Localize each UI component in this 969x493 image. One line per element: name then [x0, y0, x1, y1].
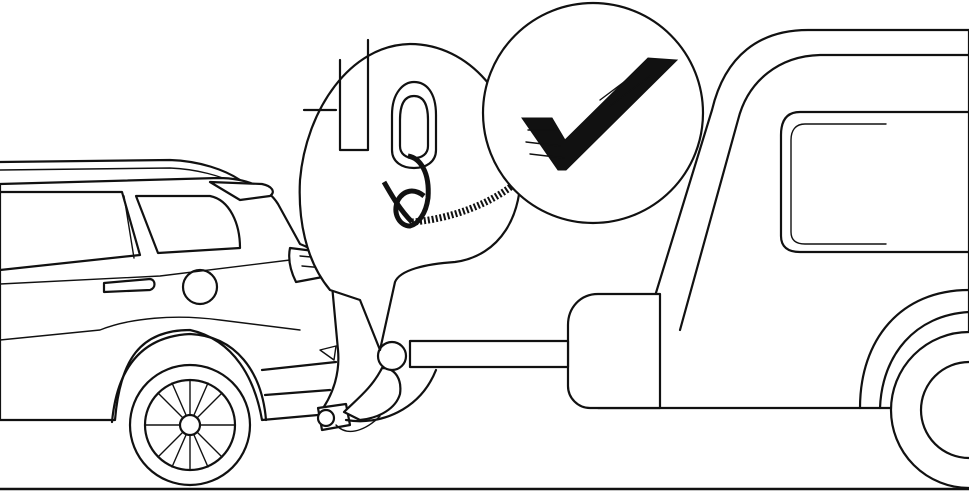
status-callout	[483, 3, 703, 223]
caravan-front-bulge	[568, 294, 660, 408]
hitch-coupler	[344, 368, 400, 420]
caravan-drawbar	[410, 341, 568, 367]
car	[0, 160, 338, 485]
hitch-ball	[378, 342, 406, 370]
